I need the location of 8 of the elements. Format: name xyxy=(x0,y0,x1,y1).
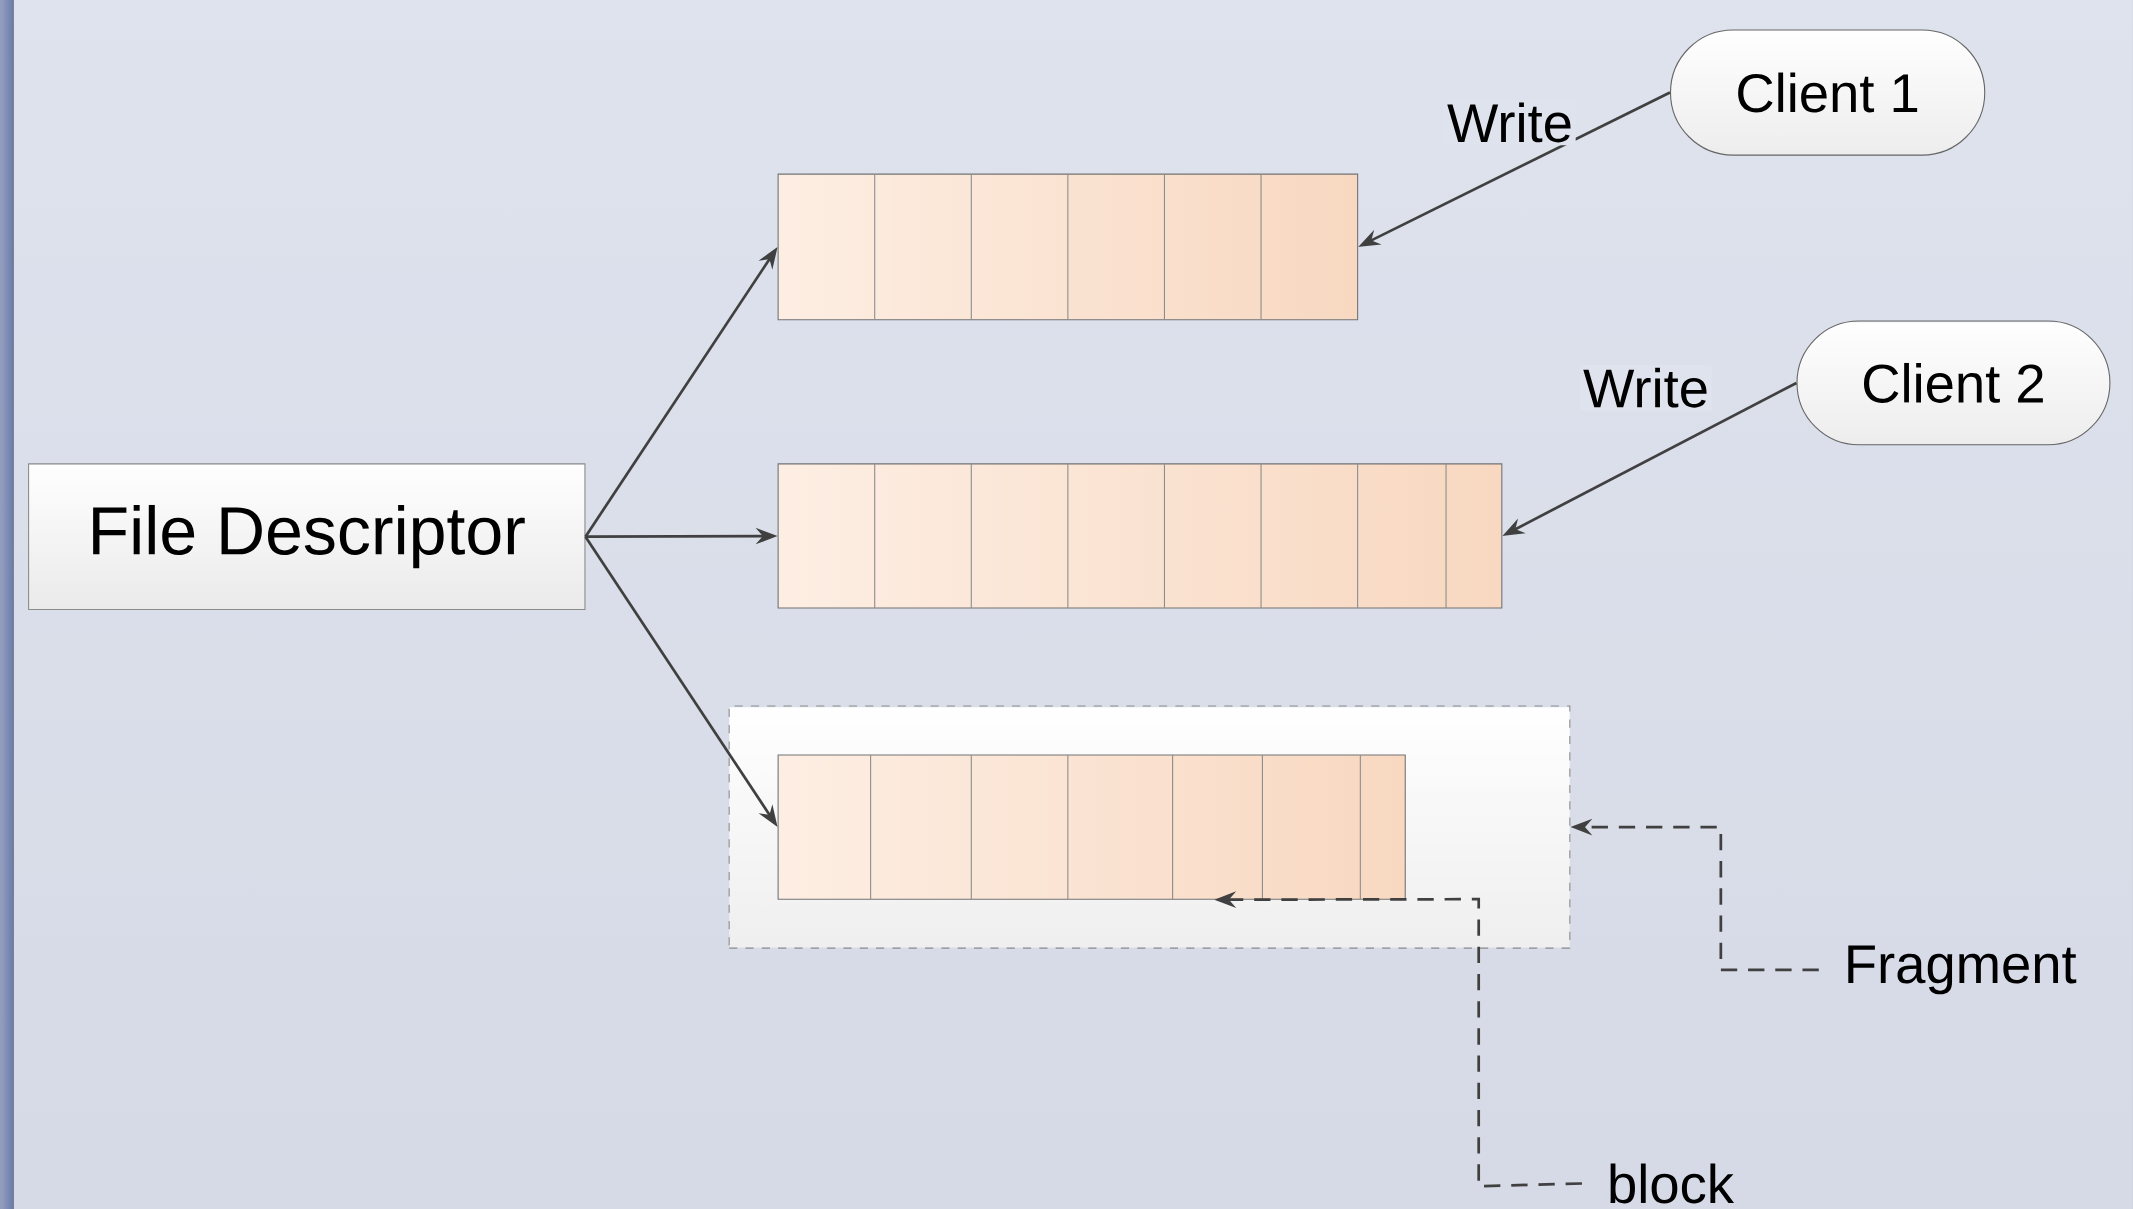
edge-label: Write xyxy=(1580,364,1712,411)
node-label: Fragment xyxy=(1848,945,2077,995)
node-label: block xyxy=(1610,1163,1735,1204)
process-box: File Descriptor xyxy=(28,463,586,610)
edge-label: Write xyxy=(1444,99,1576,145)
cell-array xyxy=(777,754,1406,900)
cell-array xyxy=(777,173,1359,321)
cell-array xyxy=(777,463,1503,609)
